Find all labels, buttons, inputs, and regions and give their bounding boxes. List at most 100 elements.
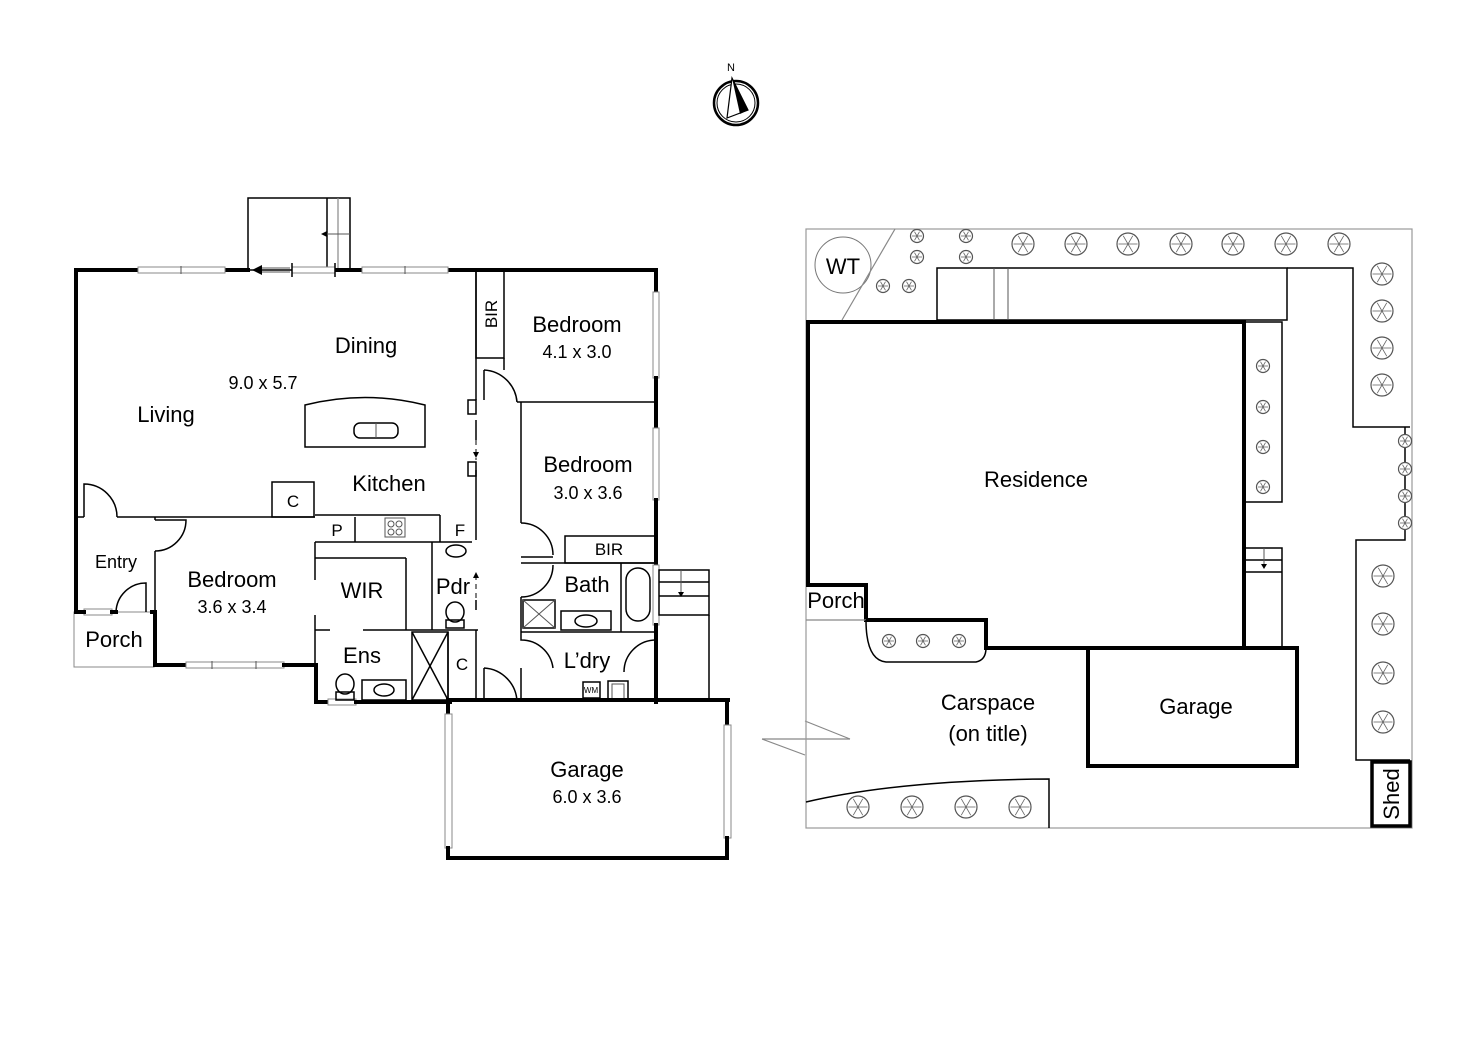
tree-branch <box>1175 235 1182 245</box>
tree-branch <box>1122 235 1129 245</box>
tree-branch <box>906 281 910 287</box>
garden-bed <box>1243 321 1283 503</box>
tree-branch <box>1382 672 1389 682</box>
tree-branch <box>1404 518 1408 524</box>
room-label-bedroom-3: Bedroom <box>543 452 632 477</box>
tree-branch <box>1280 243 1287 253</box>
toilet-icon <box>335 673 355 695</box>
tree-branch <box>1127 235 1134 245</box>
tree-branch <box>1262 482 1266 488</box>
room-label-bedroom-2: Bedroom <box>532 312 621 337</box>
tree-branch <box>1381 265 1388 275</box>
tree-branch <box>1260 402 1264 408</box>
built-in-robe <box>564 535 657 564</box>
tree-branch <box>965 806 972 816</box>
tree-branch <box>963 231 967 237</box>
tree-branch <box>1014 806 1021 816</box>
tree-branch <box>1227 243 1234 253</box>
tree-branch <box>1377 664 1384 674</box>
tree-branch <box>1019 806 1026 816</box>
window <box>652 564 660 626</box>
tree-branch <box>1404 491 1408 497</box>
tree-branch <box>1260 446 1264 452</box>
tree-branch <box>1262 446 1266 452</box>
tree-branch <box>1017 243 1024 253</box>
window <box>83 608 113 616</box>
tree-branch <box>1381 310 1388 320</box>
tree-branch <box>1402 495 1406 501</box>
tree-branch <box>1381 384 1388 394</box>
tree-branch <box>880 285 884 291</box>
steps <box>658 569 710 616</box>
tree-branch <box>1402 522 1406 528</box>
label-cupboard: C <box>287 492 299 511</box>
tree-branch <box>857 806 864 816</box>
tree-branch <box>911 798 918 808</box>
tree-branch <box>1019 798 1026 808</box>
tree-branch <box>1262 442 1266 448</box>
site-garage <box>1086 646 1299 768</box>
tree-branch <box>1381 339 1388 349</box>
site-plan: WT Residence Porch Garage Carspace (on t… <box>805 228 1413 829</box>
site-garage-label: Garage <box>1159 694 1232 719</box>
tree-branch <box>1376 310 1383 320</box>
tree-branch <box>922 636 926 642</box>
tree-branch <box>965 798 972 808</box>
tree-branch <box>1404 495 1408 501</box>
tree-branch <box>1180 243 1187 253</box>
tree-branch <box>1377 672 1384 682</box>
room-label-powder: Pdr <box>436 574 470 599</box>
door-arrow-icon <box>473 452 479 458</box>
toilet-icon <box>445 601 465 623</box>
tree-branch <box>1333 243 1340 253</box>
room-label-laundry: L’dry <box>564 648 610 673</box>
tree-branch <box>914 231 918 237</box>
room-dims-bedroom-3: 3.0 x 3.6 <box>553 483 622 503</box>
kitchen-island <box>304 396 426 448</box>
tree-branch <box>1382 713 1389 723</box>
vanity <box>560 610 612 631</box>
room-label-entry: Entry <box>95 552 137 572</box>
tree-branch <box>1338 235 1345 245</box>
tree-branch <box>916 252 920 258</box>
tree-branch <box>888 636 892 642</box>
tree-branch <box>1381 302 1388 312</box>
tree-branch <box>852 806 859 816</box>
tree-branch <box>963 256 967 262</box>
tree-branch <box>906 806 913 816</box>
label-pantry: P <box>331 521 342 540</box>
tree-branch <box>960 806 967 816</box>
sliding-door <box>291 266 336 274</box>
shower <box>522 599 556 629</box>
tree-branch <box>886 636 890 642</box>
tree-branch <box>1260 482 1264 488</box>
tree-branch <box>956 636 960 642</box>
north-compass-icon: N <box>712 62 760 127</box>
water-tank-label: WT <box>826 254 860 279</box>
tree-branch <box>1022 235 1029 245</box>
compass-north-label: N <box>727 62 735 74</box>
garden-bed <box>805 778 1050 828</box>
tree-branch <box>1262 486 1266 492</box>
tree-branch <box>963 235 967 241</box>
tree-branch <box>1382 721 1389 731</box>
tree-branch <box>908 285 912 291</box>
tree-branch <box>914 235 918 241</box>
tree-branch <box>1285 235 1292 245</box>
room-label-ensuite: Ens <box>343 643 381 668</box>
vanity <box>361 679 407 701</box>
tree-branch <box>880 281 884 287</box>
room-dims-bedroom-main: 3.6 x 3.4 <box>197 597 266 617</box>
tree-branch <box>1122 243 1129 253</box>
tree-branch <box>958 636 962 642</box>
tree-branch <box>1382 615 1389 625</box>
tree-branch <box>1402 440 1406 446</box>
tree-branch <box>1377 713 1384 723</box>
tree-branch <box>1376 347 1383 357</box>
tree-branch <box>1262 365 1266 371</box>
tree-branch <box>1376 273 1383 283</box>
site-boundary <box>805 228 1413 829</box>
tree-branch <box>1175 243 1182 253</box>
tree-branch <box>960 798 967 808</box>
tree-branch <box>1127 243 1134 253</box>
